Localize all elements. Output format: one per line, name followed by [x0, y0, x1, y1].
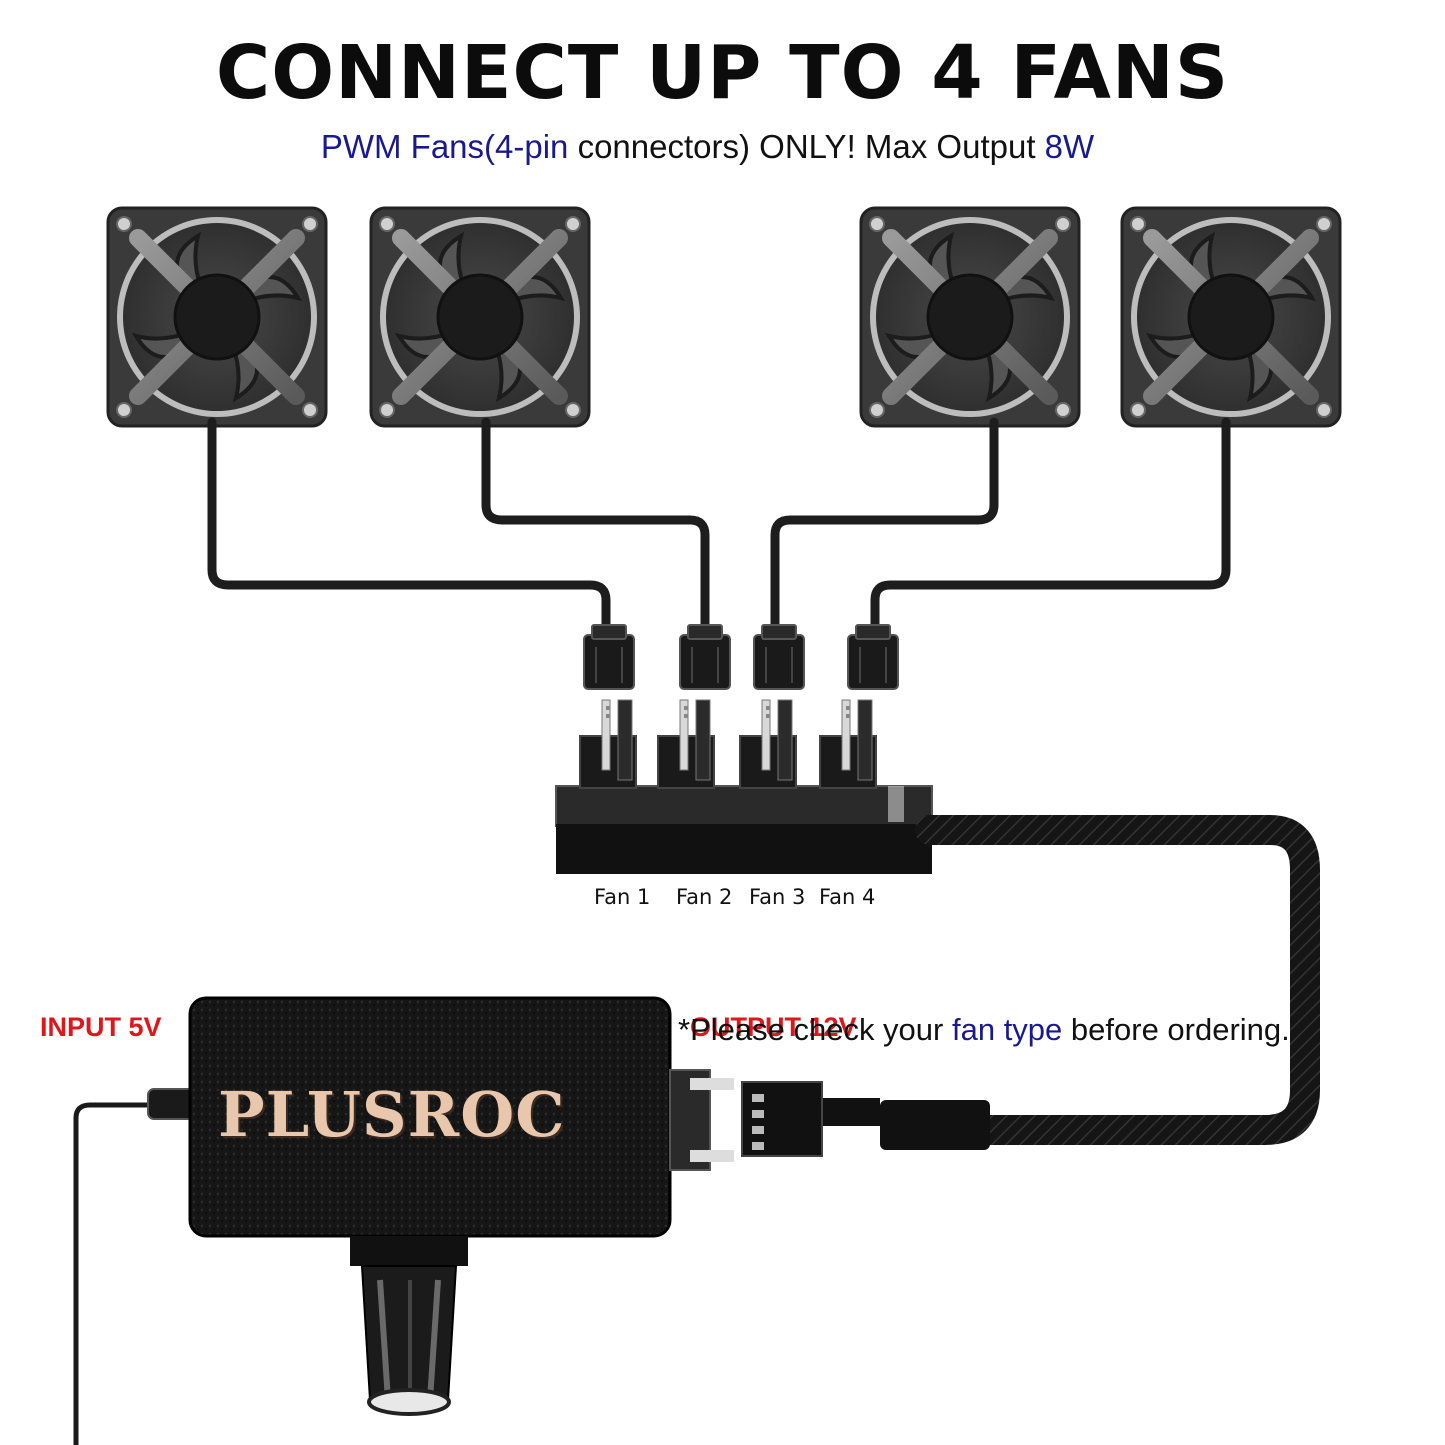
subtitle-middle: connectors) ONLY! Max Output — [568, 128, 1045, 165]
brand-logo: PLUSROC — [218, 1078, 566, 1151]
fan-icon — [1122, 208, 1340, 426]
input-label: INPUT 5V — [40, 1012, 162, 1042]
note-highlight: fan type — [951, 1012, 1063, 1047]
fan-connector-icon — [847, 624, 899, 690]
output-connector-icon — [741, 1081, 823, 1157]
fan-connector-icon — [583, 624, 635, 690]
order-note: *Please check your fan type before order… — [678, 1012, 1290, 1048]
usb-cable — [73, 1102, 160, 1445]
speed-knob-icon — [350, 1236, 468, 1416]
output-label: OUTPUT 12V — [690, 1012, 857, 1042]
note-start: *Please check your — [678, 1012, 952, 1047]
heat-shrink — [880, 1100, 990, 1150]
subtitle-pwm: PWM Fans(4-pin — [320, 128, 569, 165]
hub-port-label: Fan 3 — [749, 885, 806, 909]
page-title: CONNECT UP TO 4 FANS — [215, 30, 1230, 116]
hub-port-label: Fan 1 — [594, 885, 651, 909]
fan-icon — [108, 208, 326, 426]
fan-connector-icon — [679, 624, 731, 690]
note-end: before ordering. — [1062, 1012, 1290, 1047]
fan-connector-icon — [753, 624, 805, 690]
fan-cables — [207, 417, 1231, 630]
braided-cable — [915, 815, 1320, 1145]
subtitle-wattage: 8W — [1044, 128, 1095, 165]
fan-hub-icon — [555, 699, 933, 874]
fan-icon — [371, 208, 589, 426]
hub-port-label: Fan 2 — [676, 885, 733, 909]
fan-icon — [861, 208, 1079, 426]
subtitle: PWM Fans(4-pin connectors) ONLY! Max Out… — [0, 128, 1415, 166]
hub-port-label: Fan 4 — [819, 885, 876, 909]
